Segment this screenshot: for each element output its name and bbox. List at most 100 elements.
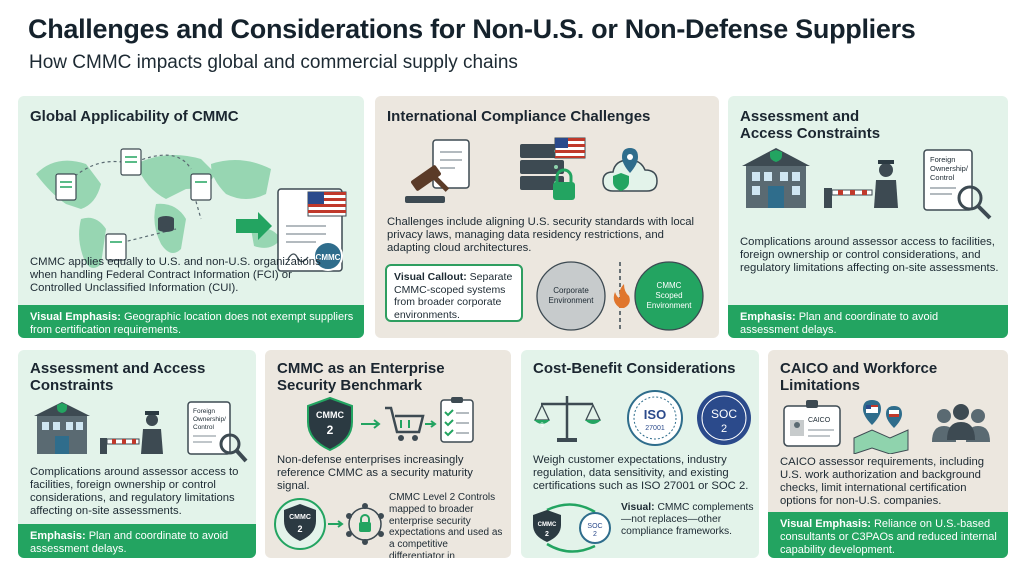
env-cmmc-line1: CMMC: [657, 281, 682, 290]
badge-label: CMMC: [316, 410, 344, 420]
facility-access-icons: Foreign Ownership/ Control: [34, 401, 248, 463]
visual-text: CMMC complements—not replaces—other comp…: [621, 502, 754, 537]
card-body: Complications around assessor access to …: [30, 466, 239, 517]
doc-label-line2: Ownership/: [930, 164, 969, 173]
guard-icon: [141, 411, 163, 454]
emphasis-banner: Emphasis: Plan and coordinate to avoid a…: [728, 305, 1008, 338]
page-title: Challenges and Considerations for Non-U.…: [28, 14, 916, 44]
us-flag-icon: [554, 137, 586, 159]
gate-barrier-icon: [824, 188, 873, 208]
card-body: Challenges include aligning U.S. securit…: [387, 216, 695, 254]
soc-small-badge-icon: SOC 2: [579, 512, 611, 544]
visual-emphasis-banner: Visual Emphasis: Geographic location doe…: [18, 305, 364, 338]
env-cmmc-line2: Scoped: [655, 291, 682, 300]
document-icon: [187, 401, 231, 455]
doc-label-line1: Foreign: [193, 408, 215, 415]
emphasis-text: Geographic location does not exempt supp…: [30, 311, 354, 336]
lock-icon: [553, 168, 575, 200]
magnifier-icon: [957, 185, 992, 220]
card-assessment-bottom: Assessment and Access Constraints Foreig…: [18, 350, 256, 558]
card-body: Complications around assessor access to …: [740, 236, 999, 274]
soc-number: 2: [721, 423, 727, 435]
svg-text:$: $: [540, 423, 544, 429]
card-title: Assessment and Access Constraints: [30, 360, 206, 394]
compliance-icons: [405, 137, 658, 203]
guard-icon: [874, 160, 898, 208]
complement-cycle-icons: CMMC 2 SOC 2: [533, 503, 611, 553]
card-title: Global Applicability of CMMC: [30, 108, 239, 125]
card-title: CMMC as an Enterprise Security Benchmark: [277, 360, 445, 394]
id-card-icon: CAICO: [783, 400, 841, 447]
emphasis-label: Emphasis:: [30, 530, 86, 542]
location-map-icon: [853, 400, 909, 454]
badge-level: 2: [297, 524, 302, 534]
standards-icons: $ ISO 27001 SOC 2: [533, 390, 751, 446]
callout-label: Visual Callout:: [394, 271, 467, 283]
card-international-compliance: International Compliance Challenges Cha: [375, 96, 719, 338]
emphasis-label: Visual Emphasis:: [780, 518, 871, 530]
world-map-illustration: CMMC: [36, 148, 347, 272]
id-card-label: CAICO: [808, 417, 831, 424]
fire-icon: [613, 284, 630, 308]
visual-label: Visual:: [621, 502, 655, 513]
cmmc-seal-label: CMMC: [316, 253, 341, 262]
env-cmmc-line3: Environment: [647, 301, 693, 310]
iso-label: ISO: [644, 407, 666, 422]
badge-level: 2: [327, 423, 334, 437]
emphasis-text: Reliance on U.S.-based consultants or C3…: [780, 518, 997, 556]
facility-access-icons: Foreign Ownership/ Control: [742, 148, 992, 220]
soc-badge-icon: SOC 2: [697, 391, 751, 445]
card-caico-workforce: CAICO and Workforce Limitations CAICO CA…: [768, 350, 1008, 558]
emphasis-label: Visual Emphasis:: [30, 311, 121, 323]
small-soc-label: SOC: [587, 523, 602, 530]
visual-emphasis-banner: Visual Emphasis: Reliance on U.S.-based …: [768, 512, 1008, 558]
benchmark-icons: CMMC 2: [307, 396, 474, 452]
card-body-secondary: CMMC Level 2 Controls mapped to broader …: [389, 492, 503, 558]
building-icon: [742, 148, 810, 208]
card-title: International Compliance Challenges: [387, 108, 651, 125]
emphasis-text: Plan and coordinate to avoid assessment …: [740, 311, 939, 336]
workforce-icons: CAICO: [783, 400, 990, 454]
page-subtitle: How CMMC impacts global and commercial s…: [29, 52, 518, 73]
emphasis-label: Emphasis:: [740, 311, 796, 323]
cmmc-badge-icon: CMMC 2: [307, 396, 353, 452]
visual-callout: Visual Callout: Separate CMMC-scoped sys…: [385, 264, 523, 322]
balance-scale-icon: $: [533, 396, 602, 442]
emphasis-banner: Emphasis: Plan and coordinate to avoid a…: [18, 524, 256, 558]
checklist-icon: [440, 397, 474, 443]
us-flag-icon: [307, 191, 347, 217]
level2-mapping-icons: CMMC 2: [274, 498, 384, 550]
doc-label-line3: Control: [930, 173, 955, 182]
card-global-applicability: Global Applicability of CMMC: [18, 96, 364, 338]
doc-label-line1: Foreign: [930, 155, 955, 164]
magnifier-icon: [219, 433, 248, 463]
card-cost-benefit: Cost-Benefit Considerations $ ISO 27001 …: [521, 350, 759, 558]
shopping-cart-icon: [385, 406, 425, 441]
gate-barrier-icon: [100, 438, 140, 454]
building-icon: [34, 402, 90, 454]
document-icon: [432, 139, 470, 189]
iso-badge-icon: ISO 27001: [627, 390, 683, 446]
gavel-icon: [405, 165, 450, 203]
badge-label: CMMC: [538, 522, 557, 528]
cmmc-badge-icon: CMMC 2: [284, 504, 316, 541]
emphasis-text: Plan and coordinate to avoid assessment …: [30, 530, 229, 555]
card-enterprise-benchmark: CMMC as an Enterprise Security Benchmark…: [265, 350, 511, 558]
badge-label: CMMC: [289, 514, 311, 521]
cmmc-badge-icon: CMMC 2: [533, 510, 561, 542]
environment-diagram: Corporate Environment CMMC Scoped Enviro…: [536, 261, 704, 331]
soc-label: SOC: [711, 407, 737, 421]
card-title: Assessment and Access Constraints: [740, 108, 881, 142]
iso-number: 27001: [645, 425, 665, 432]
card-body: CMMC applies equally to U.S. and non-U.S…: [30, 256, 321, 294]
card-body: Weigh customer expectations, industry re…: [533, 454, 749, 492]
env-corporate-line2: Environment: [549, 296, 595, 305]
network-lock-icon: [346, 503, 384, 545]
visual-note: Visual: CMMC complements—not replaces—ot…: [621, 502, 757, 538]
doc-label-line2: Ownership/: [193, 416, 226, 423]
badge-level: 2: [545, 531, 549, 538]
cloud-icon: [602, 148, 658, 192]
card-body: Non-defense enterprises increasingly ref…: [277, 454, 473, 492]
card-title: CAICO and Workforce Limitations: [780, 360, 938, 394]
doc-label-line3: Control: [193, 424, 215, 431]
